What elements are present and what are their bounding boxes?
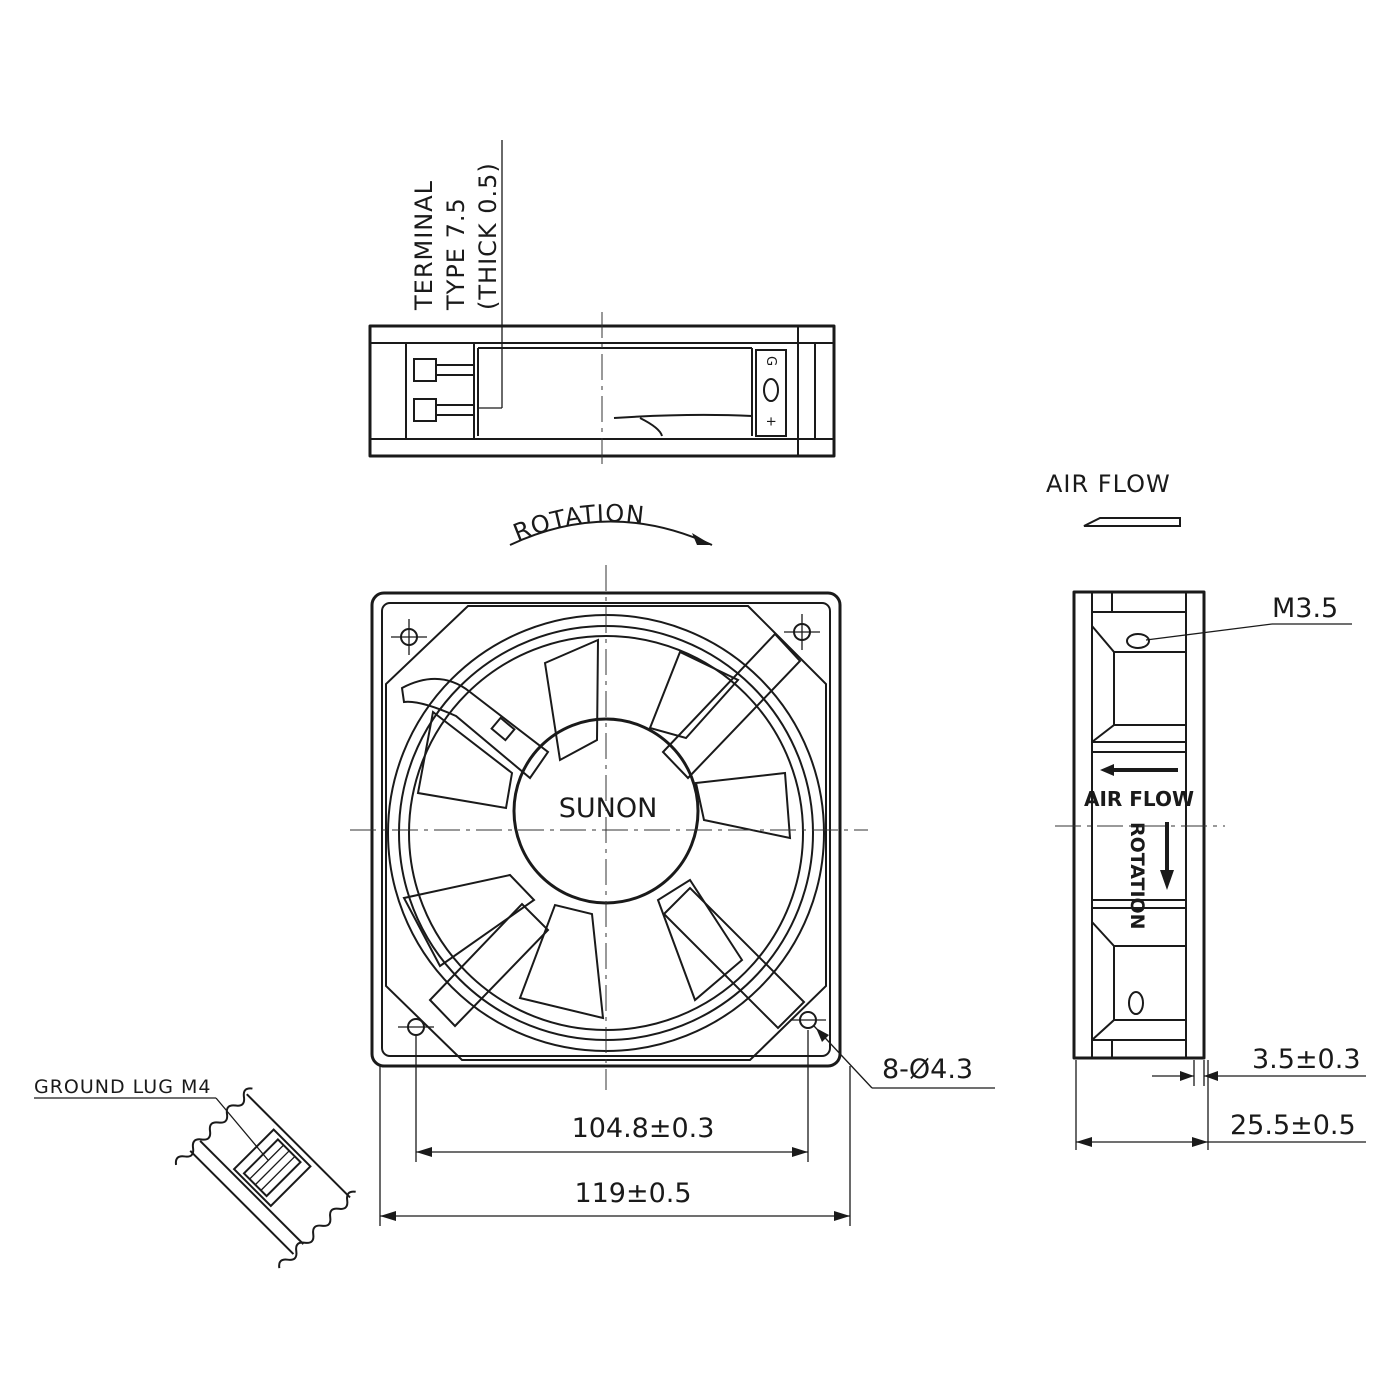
rotation-indicator: ROTATION <box>509 499 713 547</box>
hole-pitch-dimension: 104.8±0.3 <box>572 1113 715 1144</box>
side-mount-top <box>1091 611 1187 743</box>
impeller-blades <box>402 638 792 1020</box>
ground-mark-g: G <box>763 356 778 366</box>
support-struts <box>400 632 806 1030</box>
side-view: AIR FLOW ROTATION <box>1055 590 1225 1060</box>
frame-width-dimension: 119±0.5 <box>574 1178 691 1209</box>
terminal-label: TERMINAL <box>410 180 438 311</box>
ground-lug-detail: GROUND LUG M4 <box>34 1076 356 1269</box>
terminal-callout: TERMINAL TYPE 7.5 (THICK 0.5) <box>410 162 502 311</box>
top-view: G + <box>368 140 836 470</box>
side-dimensions: M3.5 3.5±0.3 25.5±0.5 <box>1075 593 1366 1150</box>
flange-thickness-dimension: 3.5±0.3 <box>1252 1044 1361 1075</box>
side-label-panel: AIR FLOW ROTATION <box>1084 751 1194 930</box>
holes-callout: 8-Ø4.3 <box>882 1054 973 1085</box>
ground-mark-plus: + <box>763 416 778 427</box>
front-dimensions: 104.8±0.3 119±0.5 8-Ø4.3 <box>379 1025 995 1226</box>
rotation-label: ROTATION <box>509 499 646 547</box>
frame-depth-dimension: 25.5±0.5 <box>1230 1110 1356 1141</box>
brand-label: SUNON <box>559 793 658 824</box>
ground-plate: G + <box>755 349 787 437</box>
front-view: SUNON <box>350 565 868 1090</box>
side-mount-bottom <box>1091 907 1187 1041</box>
mounting-holes <box>391 614 826 1036</box>
side-air-flow-label: AIR FLOW <box>1084 787 1194 811</box>
screw-thread-label: M3.5 <box>1272 593 1338 624</box>
ground-lug-label: GROUND LUG M4 <box>34 1076 211 1098</box>
terminal-block <box>405 342 475 440</box>
side-rotation-label: ROTATION <box>1126 822 1148 930</box>
terminal-thickness-label: (THICK 0.5) <box>474 162 502 310</box>
terminal-type-label: TYPE 7.5 <box>442 197 470 311</box>
air-flow-indicator: AIR FLOW <box>1046 470 1181 527</box>
air-flow-label: AIR FLOW <box>1046 470 1171 498</box>
